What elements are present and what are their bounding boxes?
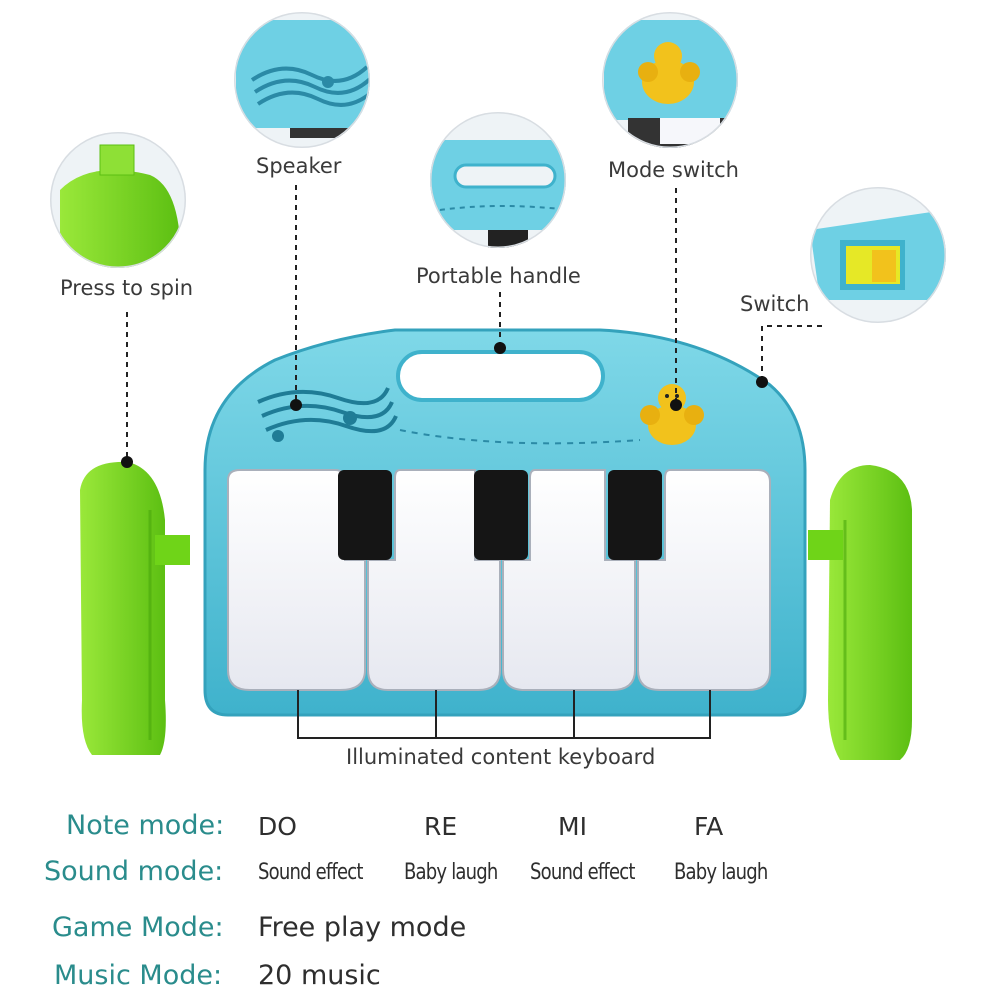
switch-label: Switch	[740, 292, 810, 316]
note-mi: MI	[558, 812, 587, 841]
press-to-spin-label: Press to spin	[60, 276, 194, 300]
music-mode-label: Music Mode:	[54, 960, 223, 991]
sound-1: Sound effect	[258, 860, 363, 885]
switch-detail-circle	[810, 187, 946, 323]
game-mode-label: Game Mode:	[52, 912, 224, 943]
keyboard-label: Illuminated content keyboard	[346, 745, 656, 769]
green-leg-left	[80, 461, 190, 755]
portable-handle-label: Portable handle	[416, 264, 581, 288]
sound-3: Sound effect	[530, 860, 635, 885]
callout-dots	[121, 342, 768, 468]
bee-mode-switch	[640, 384, 704, 445]
sound-4: Baby laugh	[674, 860, 768, 885]
spin-button-detail-circle	[50, 132, 186, 268]
sound-mode-label: Sound mode:	[44, 856, 224, 887]
note-re: RE	[424, 812, 458, 841]
speaker-label: Speaker	[256, 154, 342, 178]
note-fa: FA	[694, 812, 724, 841]
green-leg-right	[808, 465, 912, 760]
note-mode-label: Note mode:	[66, 810, 225, 841]
callout-lines	[126, 185, 822, 739]
note-do: DO	[258, 812, 297, 841]
piano-keyboard	[227, 469, 771, 691]
game-mode-value: Free play mode	[258, 912, 467, 943]
speaker-detail-circle	[234, 12, 370, 148]
music-mode-value: 20 music	[258, 960, 381, 991]
mode-switch-detail-circle	[602, 12, 738, 148]
handle-detail-circle	[430, 112, 566, 248]
sound-2: Baby laugh	[404, 860, 498, 885]
mode-switch-label: Mode switch	[608, 158, 739, 182]
